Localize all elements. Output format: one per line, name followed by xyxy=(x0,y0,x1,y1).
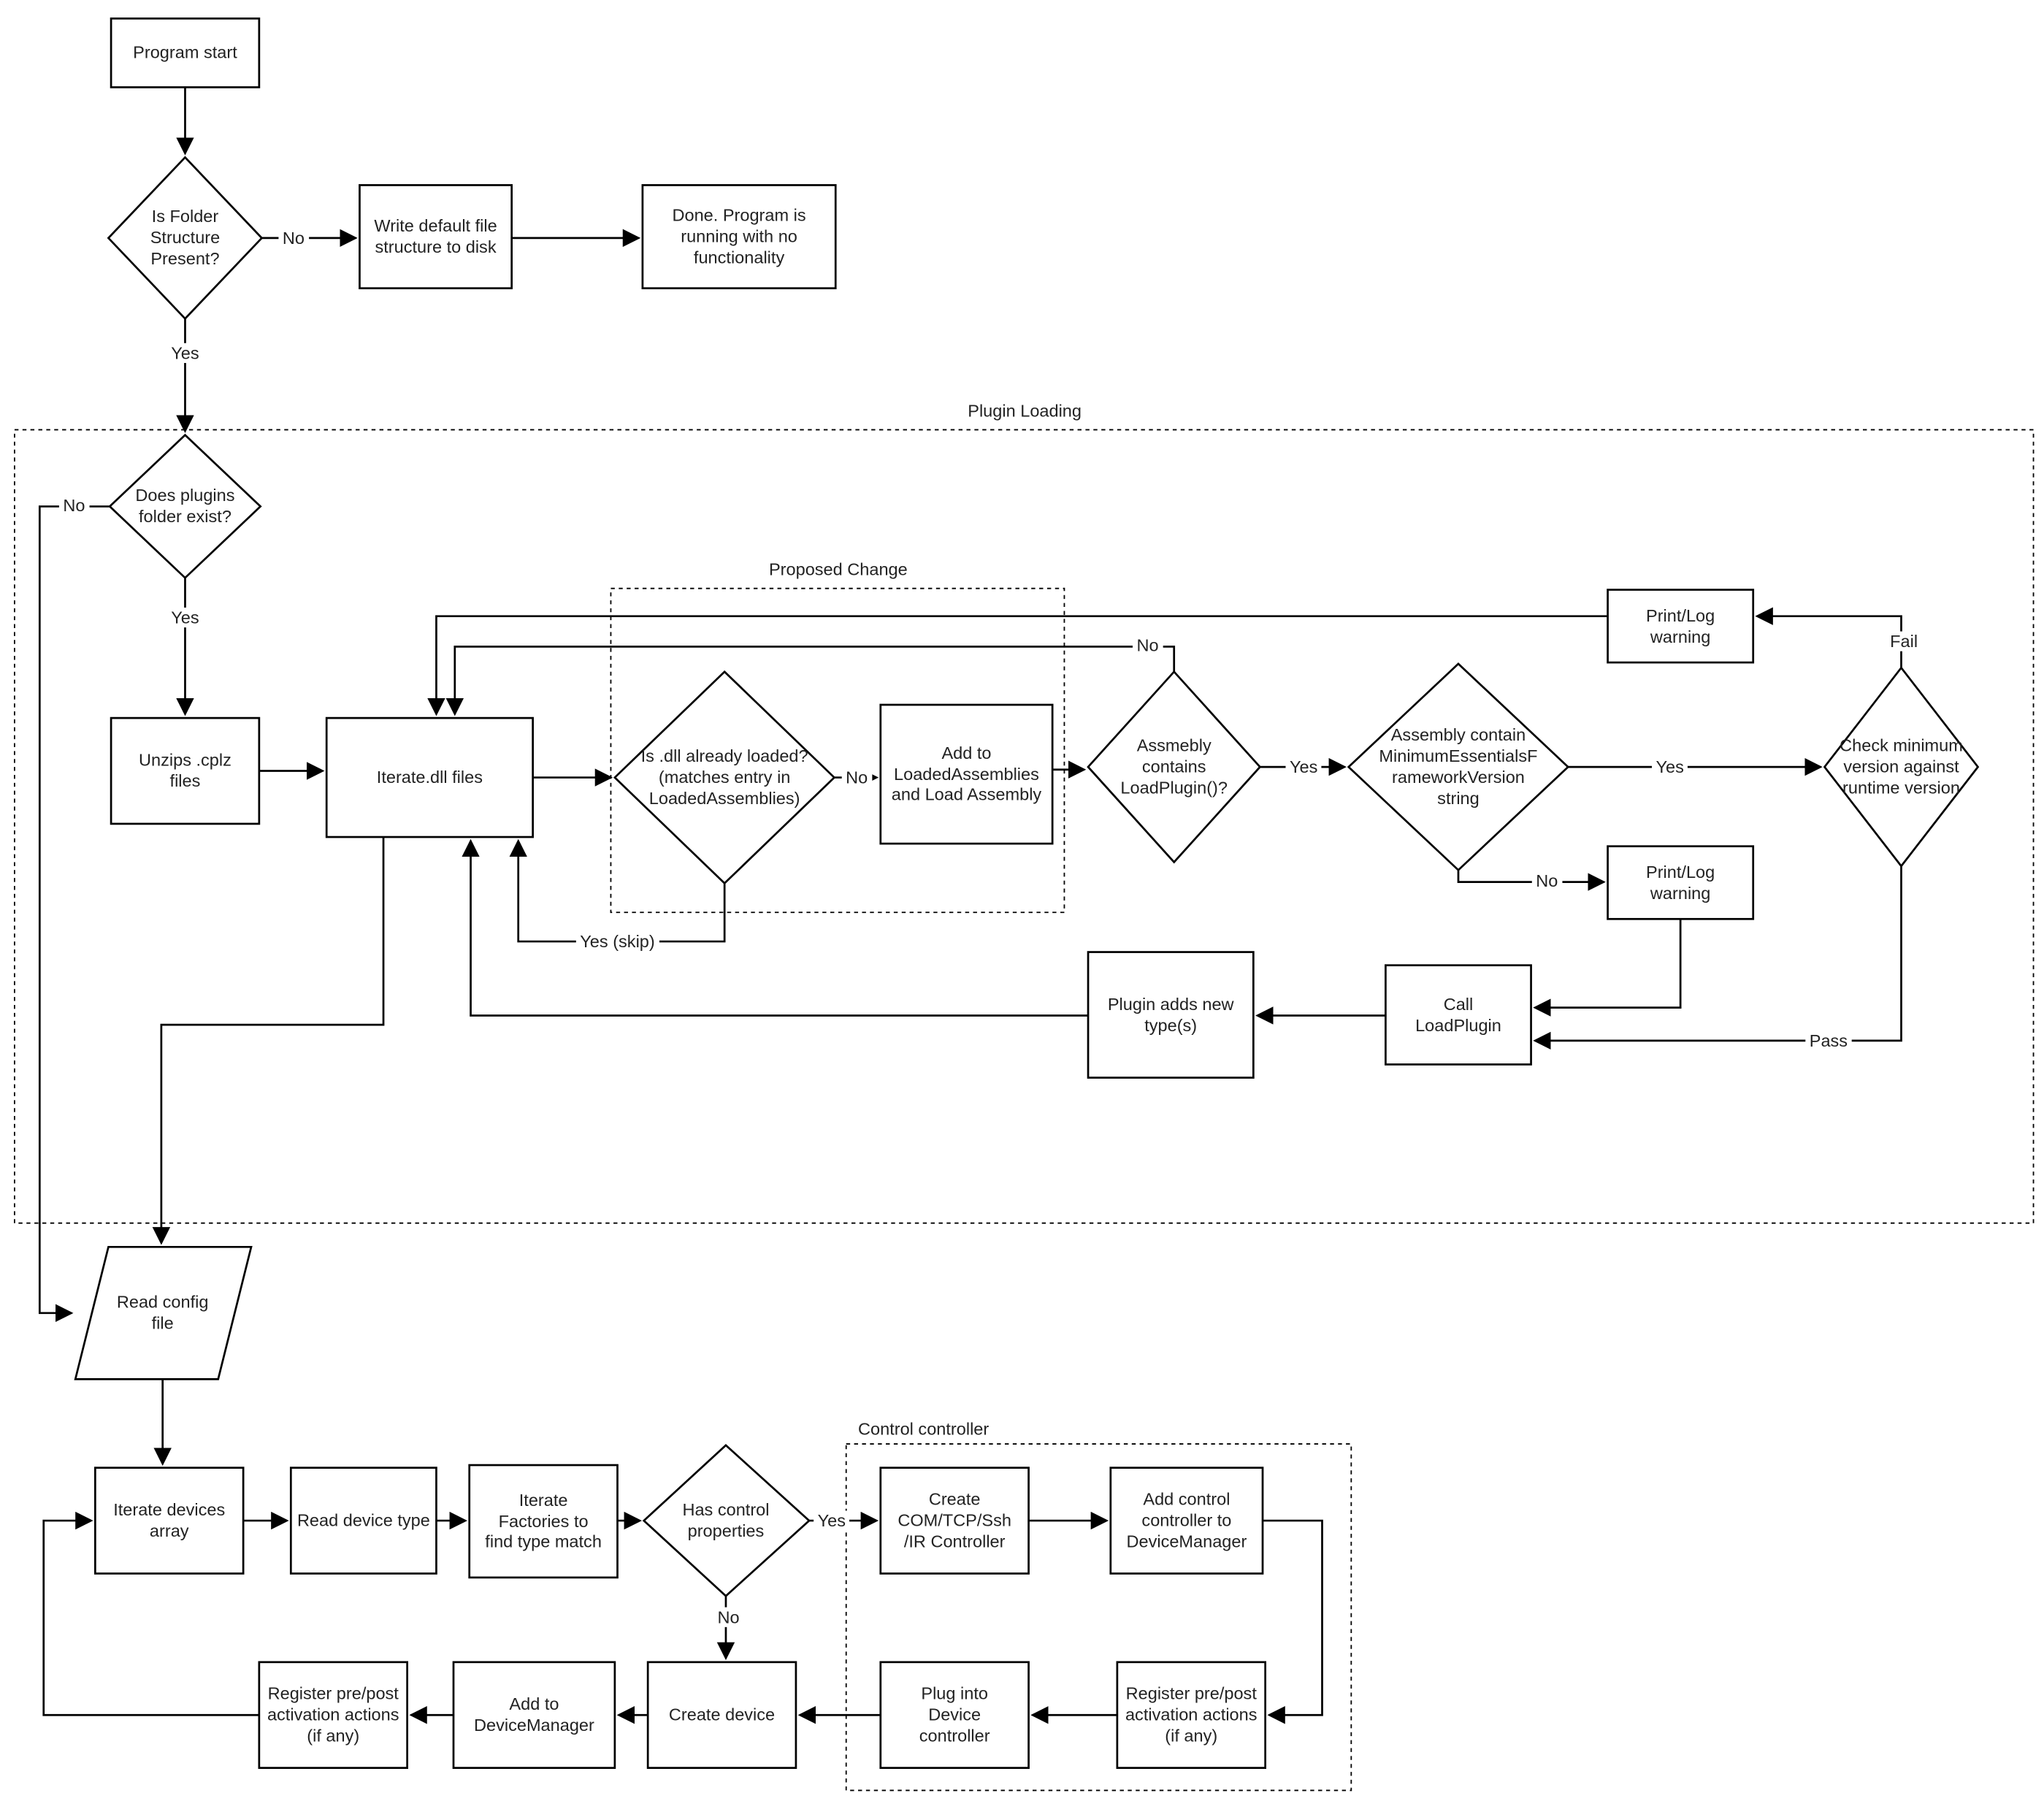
done-box xyxy=(641,184,837,290)
control-controller-label: Control controller xyxy=(858,1418,990,1439)
plugin-loading-container xyxy=(14,429,2035,1224)
register-post-left-box xyxy=(258,1661,408,1769)
plugin-loading-label: Plugin Loading xyxy=(968,400,1082,421)
call-loadplugin-box xyxy=(1385,964,1532,1066)
create-com-box xyxy=(879,1467,1030,1575)
iterate-dll-box xyxy=(325,716,534,838)
plugins-exist-diamond xyxy=(108,433,262,580)
print-log-top-box xyxy=(1607,589,1755,664)
print-log-mid-box xyxy=(1607,845,1755,920)
edge-dllcheck-yes-skip xyxy=(509,838,726,943)
iterate-factories-box xyxy=(468,1464,619,1579)
edge-label-folder-yes: Yes xyxy=(166,343,204,363)
node-add-loaded: Add to LoadedAssemblies and Load Assembl… xyxy=(891,742,1042,805)
edge-pluginadds-to-iterate xyxy=(462,838,1089,1017)
edge-label-dll-loaded-no: No xyxy=(841,767,872,788)
node-print-log-mid: Print/Log warning xyxy=(1646,861,1715,903)
node-min-version: Assembly contain MinimumEssentialsFramew… xyxy=(1379,725,1538,808)
register-post-right-box xyxy=(1116,1661,1267,1769)
write-default-box xyxy=(359,184,513,290)
edge-version-fail xyxy=(1755,607,1902,668)
edge-label-folder-no: No xyxy=(278,228,309,248)
iterate-devices-box xyxy=(93,1467,245,1575)
edge-register-loop-to-devices xyxy=(42,1511,259,1716)
add-to-dm-box xyxy=(452,1661,616,1769)
node-done: Done. Program is running with no functio… xyxy=(672,204,806,267)
node-add-to-dm: Add to DeviceManager xyxy=(474,1694,594,1735)
plug-into-box xyxy=(879,1661,1030,1769)
node-iterate-devices: Iterate devices array xyxy=(113,1499,226,1541)
edge-label-minversion-no: No xyxy=(1531,871,1562,891)
proposed-change-label: Proposed Change xyxy=(768,559,908,579)
node-create-com: Create COM/TCP/Ssh /IR Controller xyxy=(897,1488,1012,1551)
has-control-diamond xyxy=(642,1444,811,1598)
container-outlines xyxy=(14,429,2035,1792)
min-version-diamond xyxy=(1347,662,1570,872)
check-version-diamond xyxy=(1823,666,1980,868)
edge-label-minversion-yes: Yes xyxy=(1652,757,1688,777)
node-print-log-top: Print/Log warning xyxy=(1646,605,1715,646)
unzips-box xyxy=(110,716,261,825)
node-program-start: Program start xyxy=(133,42,237,63)
node-check-version: Check minimum version against runtime ve… xyxy=(1840,735,1963,798)
node-write-default: Write default file structure to disk xyxy=(374,215,497,257)
edge-label-plugins-yes: Yes xyxy=(166,607,204,628)
node-plugins-exist: Does plugins folder exist? xyxy=(135,485,235,527)
edge-label-control-yes: Yes xyxy=(814,1510,850,1531)
program-start-box xyxy=(110,17,261,88)
read-device-type-box xyxy=(289,1467,437,1575)
edge-label-version-fail: Fail xyxy=(1886,631,1922,651)
edge-label-version-pass: Pass xyxy=(1805,1031,1852,1051)
node-shapes xyxy=(74,17,1980,1769)
node-register-post-left: Register pre/post activation actions (if… xyxy=(267,1683,399,1746)
node-plugin-adds: Plugin adds new type(s) xyxy=(1107,993,1234,1035)
loadplugin-q-diamond xyxy=(1087,670,1262,864)
edge-label-control-no: No xyxy=(713,1607,744,1627)
edge-printlogmid-to-callloadplugin xyxy=(1533,919,1682,1017)
node-call-loadplugin: Call LoadPlugin xyxy=(1415,993,1501,1035)
folder-present-diamond xyxy=(107,156,264,321)
node-loadplugin-q: Assmebly contains LoadPlugin()? xyxy=(1120,735,1228,798)
add-control-controller-box xyxy=(1109,1467,1264,1575)
edge-label-dll-loaded-yes-skip: Yes (skip) xyxy=(575,931,659,952)
node-add-control-controller: Add control controller to DeviceManager xyxy=(1126,1488,1247,1551)
add-loaded-box xyxy=(879,703,1054,845)
node-dll-loaded: Is .dll already loaded? (matches entry i… xyxy=(640,746,808,808)
create-device-box xyxy=(646,1661,797,1769)
edge-label-loadplugin-no: No xyxy=(1133,635,1163,656)
node-iterate-dll: Iterate.dll files xyxy=(376,767,483,787)
edge-printlogtop-to-iterate xyxy=(427,615,1608,716)
edge-addcontrol-to-register xyxy=(1263,1519,1323,1724)
edge-minversion-no xyxy=(1457,870,1606,891)
node-plug-into: Plug into Device controller xyxy=(919,1683,990,1746)
node-read-device-type: Read device type xyxy=(296,1510,430,1530)
edge-loadpluginq-no xyxy=(445,645,1176,716)
node-register-post-right: Register pre/post activation actions (if… xyxy=(1125,1683,1258,1746)
edge-plugins-no xyxy=(38,505,110,1323)
edge-label-loadplugin-yes: Yes xyxy=(1285,757,1322,777)
plugin-adds-box xyxy=(1087,951,1255,1079)
node-iterate-factories: Iterate Factories to find type match xyxy=(485,1489,602,1552)
edge-iterate-to-readconfig xyxy=(152,837,385,1245)
node-read-config: Read config file xyxy=(116,1292,209,1333)
edge-label-plugins-no: No xyxy=(58,495,89,516)
dll-loaded-diamond xyxy=(613,670,836,885)
read-config-parallelogram xyxy=(74,1245,253,1380)
node-create-device: Create device xyxy=(668,1704,776,1725)
node-unzips: Unzips .cplz files xyxy=(139,749,231,791)
node-folder-present: Is Folder Structure Present? xyxy=(150,206,221,269)
control-controller-container xyxy=(845,1443,1352,1792)
edge-version-pass xyxy=(1533,865,1902,1050)
node-has-control: Has control properties xyxy=(682,1499,770,1541)
